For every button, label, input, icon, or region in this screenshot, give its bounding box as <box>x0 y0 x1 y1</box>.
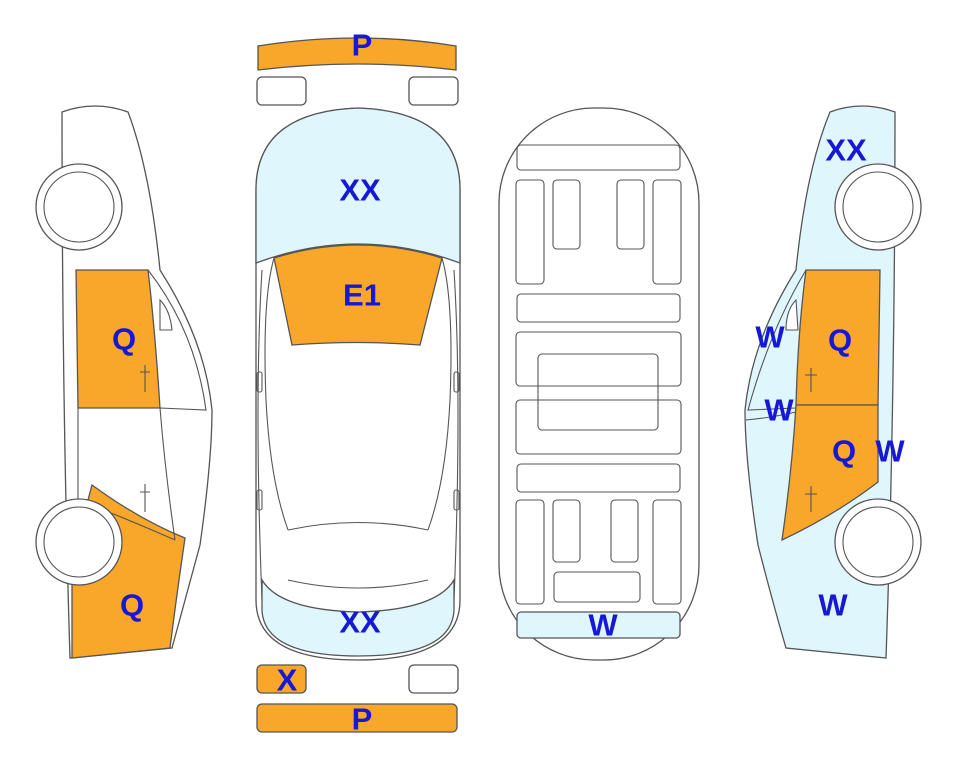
rear-bumper-label: P <box>352 702 373 737</box>
right-side-mirror-label: W <box>764 393 794 428</box>
left-front-door-label: Q <box>112 322 136 357</box>
underbody-outline <box>498 107 700 661</box>
windshield-label: E1 <box>343 278 381 313</box>
left-handle-mark <box>256 489 263 511</box>
trunk-line <box>287 579 429 589</box>
right-rear-door-part[interactable] <box>781 404 879 542</box>
underbody-rear-part[interactable] <box>516 611 681 639</box>
right-mirror-mark <box>453 371 460 393</box>
hood-part[interactable] <box>255 107 461 264</box>
rear-bumper-part[interactable] <box>256 703 458 733</box>
rear-left-light-part[interactable] <box>256 664 307 694</box>
front-bumper-label: P <box>352 28 373 63</box>
right-front-door-label: Q <box>828 323 852 358</box>
right-rear-quarter-label: W <box>818 588 848 623</box>
rear-left-light-label: X <box>277 663 298 698</box>
left-side-view <box>35 105 213 659</box>
top-right-contour <box>427 257 459 601</box>
front-right-light-part[interactable] <box>408 76 459 106</box>
right-side-view <box>744 105 922 659</box>
right-a-pillar-label: W <box>755 320 785 355</box>
underbody-rear-label: W <box>588 608 618 643</box>
hood-label: XX <box>339 173 381 208</box>
right-b-pillar-label: W <box>875 434 905 469</box>
right-rear-door-label: Q <box>832 434 856 469</box>
right-handle-mark <box>453 489 460 511</box>
top-view <box>255 37 461 733</box>
left-rear-quarter-label: Q <box>120 588 144 623</box>
rear-glass-top-line <box>287 521 429 531</box>
right-front-fender-label: XX <box>825 133 867 168</box>
underbody-view <box>498 107 700 661</box>
left-front-wheel <box>35 163 123 251</box>
left-mirror-mark <box>256 371 263 393</box>
left-front-door-part[interactable] <box>75 269 161 409</box>
rear-window-part[interactable] <box>261 577 455 657</box>
top-left-contour <box>257 257 289 601</box>
front-bumper-part[interactable] <box>257 37 457 71</box>
left-rear-wheel <box>35 498 123 586</box>
right-front-wheel <box>834 163 922 251</box>
rear-window-label: XX <box>339 605 381 640</box>
damage-labels: P XX E1 XX X P W Q Q XX W Q W Q W W <box>112 28 905 737</box>
rear-right-light-part[interactable] <box>408 664 459 694</box>
front-left-light-part[interactable] <box>256 76 307 106</box>
right-rear-wheel <box>834 498 922 586</box>
